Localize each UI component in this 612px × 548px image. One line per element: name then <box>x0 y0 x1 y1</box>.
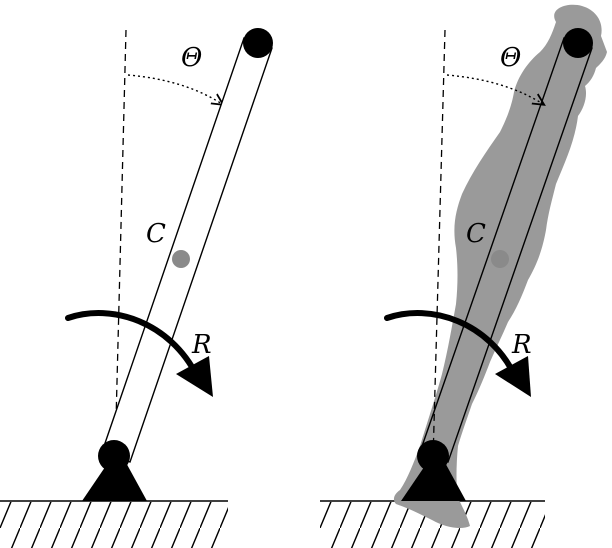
right-theta-label: Θ <box>500 43 521 73</box>
left-pivot-base <box>82 448 147 501</box>
left-pendulum-rod <box>101 37 273 463</box>
right-top-mass <box>563 28 593 58</box>
right-panel-human-pendulum: Θ C R <box>320 4 607 548</box>
left-r-label: R <box>191 330 212 360</box>
left-rotation-arrow <box>65 310 213 397</box>
right-pivot-joint <box>417 440 449 472</box>
right-center-of-mass <box>491 250 509 268</box>
right-c-label: C <box>466 219 486 249</box>
left-theta-label: Θ <box>181 43 202 73</box>
right-r-label: R <box>511 330 532 360</box>
left-ground <box>0 500 228 548</box>
left-panel-pendulum: Θ C R <box>0 28 273 548</box>
left-theta-arc <box>127 74 222 104</box>
left-center-of-mass <box>172 250 190 268</box>
left-c-label: C <box>146 219 166 249</box>
right-theta-arc <box>446 74 543 104</box>
left-top-mass <box>243 28 273 58</box>
right-rotation-arrow <box>384 310 531 397</box>
left-pivot-joint <box>98 440 130 472</box>
right-pivot-base <box>401 448 466 501</box>
